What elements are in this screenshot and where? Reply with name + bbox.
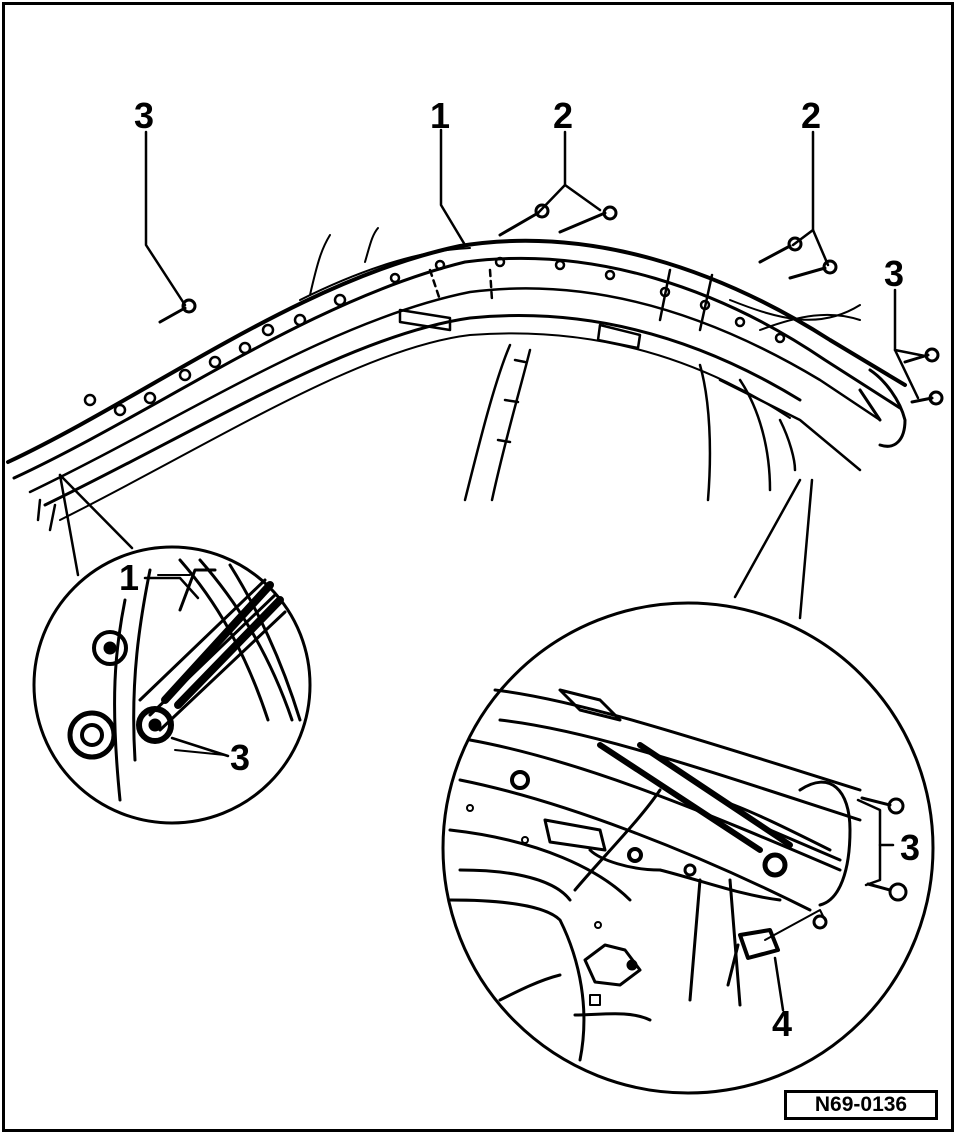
bolt-item-3-right (858, 347, 944, 448)
bolt-item-2-left-pair (498, 203, 618, 237)
bolt-item-2-right-pair (758, 236, 838, 280)
detail-inset-left (32, 473, 312, 825)
callout-item-3-left: 3 (134, 95, 155, 136)
airbag-rail (6, 227, 907, 521)
callout-item-3-right: 3 (884, 253, 905, 294)
vehicle-body-pillars (36, 268, 862, 532)
callout-inset-item-1: 1 (119, 557, 140, 598)
callout-item-2-left: 2 (553, 95, 574, 136)
rail-mounting-holes (83, 256, 786, 417)
bolt-item-3-left (158, 298, 197, 324)
leader-lines-top (144, 128, 927, 400)
detail-inset-right (441, 478, 935, 1095)
callout-inset-item-3-left: 3 (230, 737, 251, 778)
callout-item-2-right: 2 (801, 95, 822, 136)
leader-lines-left-inset (143, 576, 230, 758)
callout-inset-item-4: 4 (772, 1003, 793, 1044)
callout-inset-item-3-right: 3 (900, 827, 921, 868)
figure-reference-code: N69-0136 (784, 1090, 938, 1120)
callout-item-1: 1 (430, 95, 451, 136)
